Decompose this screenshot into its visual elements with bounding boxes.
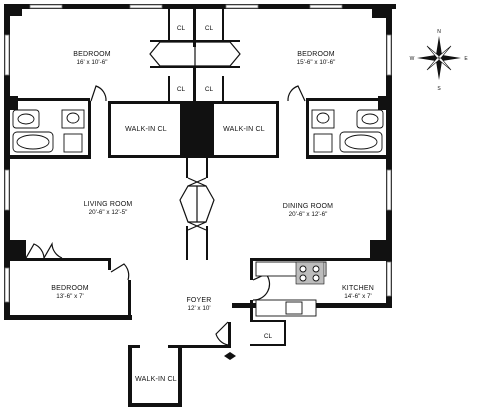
closet-mid-b: CL bbox=[205, 86, 214, 93]
kitchen-size: 14'-6" x 7' bbox=[344, 293, 371, 300]
living-room-name: LIVING ROOM bbox=[84, 201, 133, 208]
compass-s: S bbox=[437, 86, 441, 92]
living-room-size: 20'-6" x 12'-5" bbox=[89, 209, 128, 216]
dining-room-name: DINING ROOM bbox=[283, 203, 333, 210]
closet-mid-a: CL bbox=[177, 86, 186, 93]
closet-shapes bbox=[149, 41, 241, 231]
doors bbox=[25, 85, 306, 346]
foyer-name: FOYER bbox=[186, 297, 211, 304]
bath-fixtures bbox=[12, 109, 384, 153]
bedroom-right-name: BEDROOM bbox=[297, 51, 335, 58]
bedroom-left-name: BEDROOM bbox=[73, 51, 111, 58]
kitchen-fixtures bbox=[255, 261, 327, 317]
compass-n: N bbox=[437, 29, 441, 35]
compass-icon: N S W E bbox=[410, 29, 469, 92]
closet-top-a: CL bbox=[177, 25, 186, 32]
walkin-right-name: WALK-IN CL bbox=[223, 126, 265, 133]
outer-walls bbox=[4, 4, 396, 320]
walkin-left-name: WALK-IN CL bbox=[125, 126, 167, 133]
entry-marker bbox=[224, 352, 236, 360]
compass-e: E bbox=[464, 56, 468, 62]
dining-room-size: 20'-6" x 12'-6" bbox=[289, 211, 328, 218]
bedroom-left-size: 16' x 10'-6" bbox=[77, 59, 108, 66]
interior-walls bbox=[10, 9, 386, 407]
bedroom-small-name: BEDROOM bbox=[51, 285, 89, 292]
bedroom-right-size: 15'-6" x 10'-6" bbox=[297, 59, 336, 66]
bedroom-small-size: 13'-6" x 7' bbox=[56, 293, 83, 300]
windows bbox=[4, 4, 392, 303]
closet-top-b: CL bbox=[205, 25, 214, 32]
foyer-size: 12' x 10' bbox=[187, 305, 210, 312]
compass-w: W bbox=[410, 56, 415, 62]
room-labels: BEDROOM 16' x 10'-6" BEDROOM 15'-6" x 10… bbox=[51, 25, 374, 383]
closet-foyer: CL bbox=[264, 333, 273, 340]
walkin-bottom-name: WALK-IN CL bbox=[135, 376, 177, 383]
kitchen-name: KITCHEN bbox=[342, 285, 374, 292]
